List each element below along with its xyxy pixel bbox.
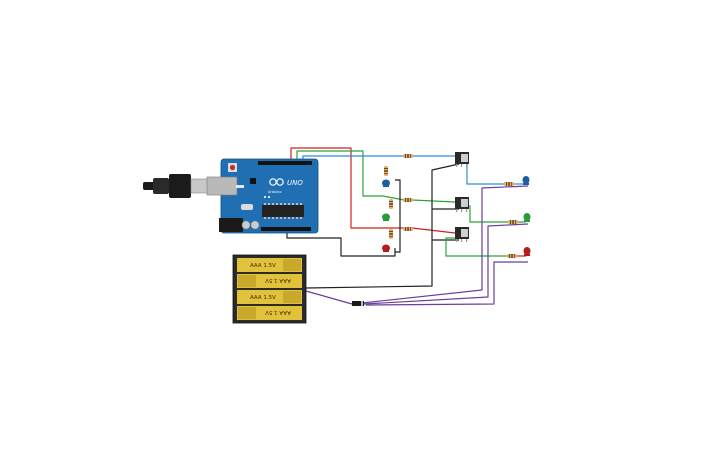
wires bbox=[286, 147, 529, 306]
wire-purple-3[interactable] bbox=[363, 223, 529, 305]
wire-green-led-3[interactable] bbox=[445, 237, 508, 257]
battery-cell-label: AAA 1.5V bbox=[265, 309, 291, 315]
wire-red[interactable] bbox=[290, 147, 404, 229]
wire-black-gnd[interactable] bbox=[286, 232, 396, 257]
wire-purple-4[interactable] bbox=[365, 261, 528, 306]
battery-cell-2: AAA 1.5V bbox=[237, 274, 302, 288]
wire-blue-led[interactable] bbox=[466, 160, 505, 185]
board-logo-text: UNO bbox=[287, 179, 303, 187]
battery-cell-label: AAA 1.5V bbox=[265, 277, 291, 283]
transistor-1[interactable] bbox=[455, 152, 469, 167]
wire-green-2[interactable] bbox=[411, 199, 456, 203]
arduino-logo bbox=[269, 178, 284, 186]
battery-cell-3: AAA 1.5V bbox=[237, 290, 302, 304]
resistor[interactable] bbox=[403, 227, 413, 231]
resistor[interactable] bbox=[504, 182, 514, 186]
led-green-right[interactable] bbox=[523, 213, 531, 222]
battery-cell-label: AAA 1.5V bbox=[250, 263, 276, 269]
led-red-left[interactable] bbox=[382, 244, 390, 253]
wire-green-led[interactable] bbox=[467, 205, 509, 223]
wire-black-t1[interactable] bbox=[305, 163, 460, 289]
resistor[interactable] bbox=[389, 199, 393, 209]
battery-cell-label: AAA 1.5V bbox=[250, 295, 276, 301]
resistor[interactable] bbox=[403, 154, 413, 158]
resistors bbox=[384, 154, 518, 258]
usb-cable[interactable] bbox=[143, 174, 210, 198]
battery-cell-4: AAA 1.5V bbox=[237, 306, 302, 320]
transistor-2[interactable] bbox=[455, 197, 469, 212]
wire-purple-2[interactable] bbox=[361, 185, 529, 304]
arduino-uno-board[interactable]: UNO Arduino bbox=[206, 158, 319, 234]
transistor-3[interactable] bbox=[455, 227, 469, 242]
resistor[interactable] bbox=[403, 198, 413, 202]
wire-purple-1[interactable] bbox=[305, 290, 353, 305]
leds bbox=[382, 176, 531, 256]
diode[interactable] bbox=[352, 301, 364, 306]
transistors bbox=[455, 152, 469, 242]
battery-pack[interactable]: AAA 1.5V AAA 1.5V AAA 1.5V AAA 1.5V bbox=[232, 254, 307, 324]
wire-blue-1[interactable] bbox=[302, 155, 404, 160]
wire-green-1[interactable] bbox=[296, 150, 405, 201]
resistor[interactable] bbox=[507, 254, 517, 258]
led-blue-left[interactable] bbox=[382, 179, 390, 188]
led-red-right[interactable] bbox=[523, 247, 531, 256]
board-subtitle-text: Arduino bbox=[268, 190, 282, 194]
resistor[interactable] bbox=[384, 166, 388, 176]
resistor[interactable] bbox=[389, 229, 393, 239]
battery-cell-1: AAA 1.5V bbox=[237, 258, 302, 272]
wire-black-bus[interactable] bbox=[395, 179, 401, 253]
resistor[interactable] bbox=[508, 220, 518, 224]
wire-red-2[interactable] bbox=[411, 227, 456, 234]
led-green-left[interactable] bbox=[382, 213, 390, 222]
led-blue-right[interactable] bbox=[522, 176, 530, 185]
